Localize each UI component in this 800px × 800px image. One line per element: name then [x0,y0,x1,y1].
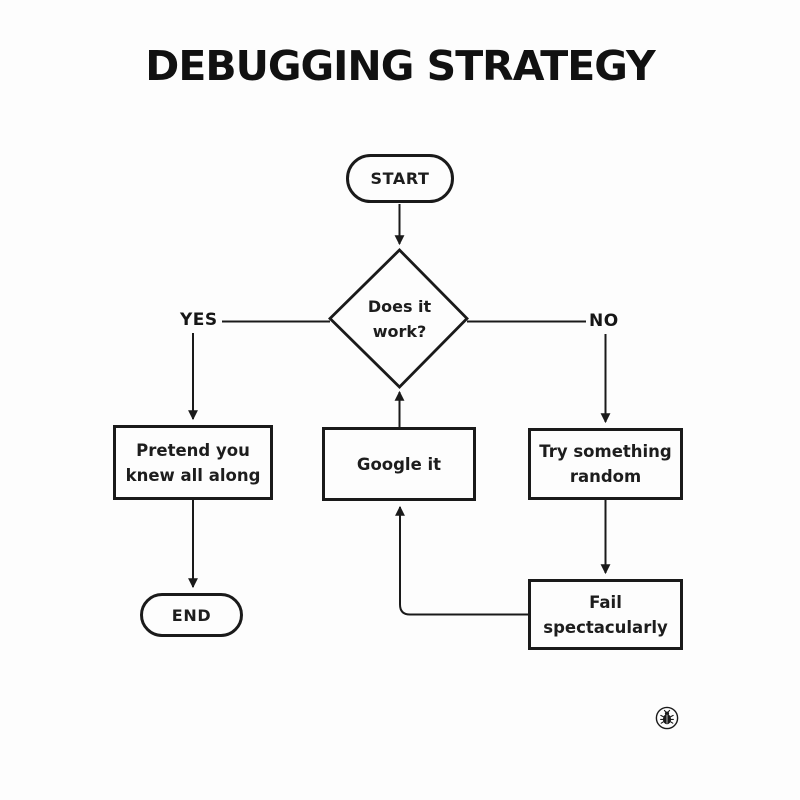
end-label: END [171,605,212,625]
bug-icon [655,706,679,730]
try-random-line-1: Try something [539,442,672,461]
pretend-line-1: Pretend you [136,440,250,460]
google-label: Google it [356,454,442,474]
no-label: NO [586,311,622,331]
fail-node: Fail spectacularly [528,579,683,650]
page-title: DEBUGGING STRATEGY [145,42,655,90]
decision-line-2: work? [372,321,427,341]
pretend-node: Pretend you knew all along [113,425,273,500]
fail-line-2: spectacularly [543,617,668,637]
fail-line-1: Fail [589,592,622,612]
decision-node: Does it work? [330,250,469,387]
google-node: Google it [322,427,476,501]
decision-line-1: Does it [367,296,432,316]
edge-fail-google [395,505,528,616]
start-node: START [346,154,454,203]
yes-label: YES [177,310,221,330]
pretend-line-2: knew all along [125,465,261,485]
start-label: START [370,169,430,188]
try-random-node: Try something random [528,428,683,500]
end-node: END [140,593,243,637]
try-random-line-2: random [569,467,642,486]
